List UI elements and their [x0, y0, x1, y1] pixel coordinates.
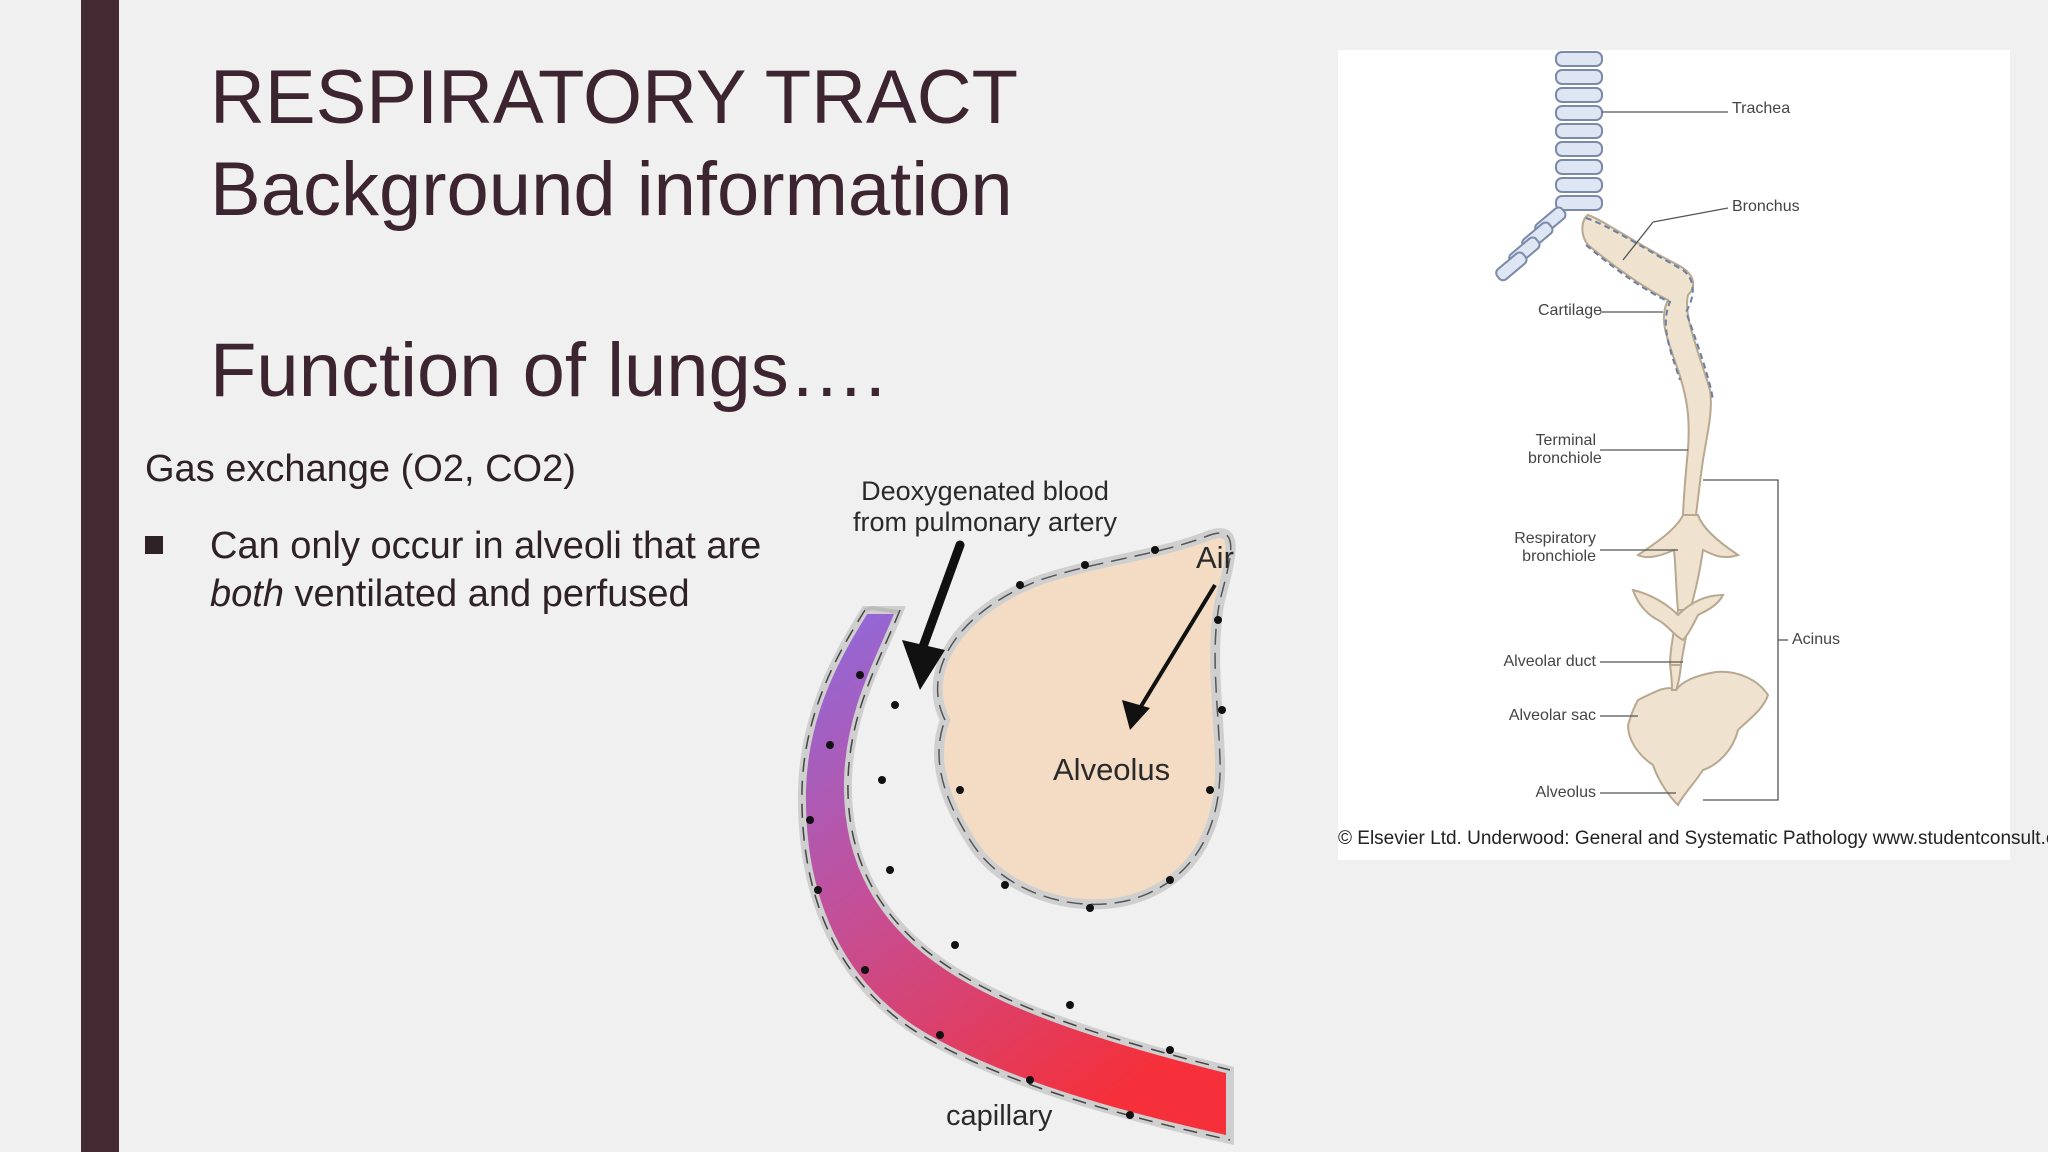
blood-arrow — [915, 540, 965, 660]
alveolus-label: Alveolus — [1053, 752, 1171, 787]
figure-copyright: © Elsevier Ltd. Underwood: General and S… — [1338, 828, 2048, 849]
terminal-line-1: Terminal — [1535, 432, 1596, 449]
slide-subtitle: Function of lungs…. — [210, 328, 886, 413]
airway-tree-figure: Trachea Bronchus Cartilage Terminal bron… — [1338, 50, 2010, 860]
deoxy-label-line-2: from pulmonary artery — [852, 507, 1118, 537]
label-cartilage: Cartilage — [1538, 302, 1603, 319]
body-heading: Gas exchange (O2, CO2) — [145, 448, 576, 490]
label-respiratory-bronchiole: Respiratory bronchiole — [1513, 530, 1596, 566]
capillary-label: capillary — [946, 1100, 1053, 1132]
bullet-text-emphasis: both — [210, 573, 284, 615]
leader-lines — [1600, 111, 1788, 801]
deoxy-label-line-1: Deoxygenated blood — [861, 476, 1109, 506]
title-line-2: Background information — [210, 147, 1013, 232]
bullet-text-before: Can only occur in alveoli that are — [210, 525, 762, 567]
alveolus-sac — [932, 528, 1236, 910]
label-terminal-bronchiole: Terminal bronchiole — [1528, 432, 1602, 468]
alveolus-capillary-diagram — [797, 528, 1236, 1145]
terminal-line-2: bronchiole — [1528, 450, 1602, 467]
label-trachea: Trachea — [1732, 100, 1791, 117]
air-arrowhead — [1122, 700, 1150, 730]
label-bronchus: Bronchus — [1732, 198, 1800, 215]
air-label: Air — [1196, 540, 1234, 575]
blood-arrowhead — [902, 640, 945, 690]
square-bullet-icon — [145, 536, 163, 554]
deoxy-blood-label: Deoxygenated blood from pulmonary artery — [835, 476, 1135, 538]
respiratory-line-1: Respiratory — [1514, 530, 1596, 547]
bronchial-tree — [1581, 213, 1770, 807]
label-alveolus: Alveolus — [1535, 784, 1596, 801]
alveolus-capillary-figure: Deoxygenated blood from pulmonary artery… — [770, 460, 1310, 1152]
bullet-text: Can only occur in alveoli that are both … — [210, 522, 770, 618]
label-alveolar-sac: Alveolar sac — [1508, 707, 1596, 724]
airway-tree-diagram — [1495, 51, 1788, 807]
title-line-1: RESPIRATORY TRACT — [210, 55, 1019, 140]
respiratory-line-2: bronchiole — [1522, 548, 1596, 565]
bullet-text-after: ventilated and perfused — [283, 573, 690, 615]
left-bronchus — [1495, 206, 1567, 282]
trachea — [1555, 51, 1603, 211]
air-arrow — [1138, 583, 1217, 710]
accent-bar — [81, 0, 119, 1152]
label-acinus: Acinus — [1792, 631, 1841, 648]
slide-title: RESPIRATORY TRACT Background information — [210, 52, 1018, 236]
label-alveolar-duct: Alveolar duct — [1503, 653, 1597, 670]
